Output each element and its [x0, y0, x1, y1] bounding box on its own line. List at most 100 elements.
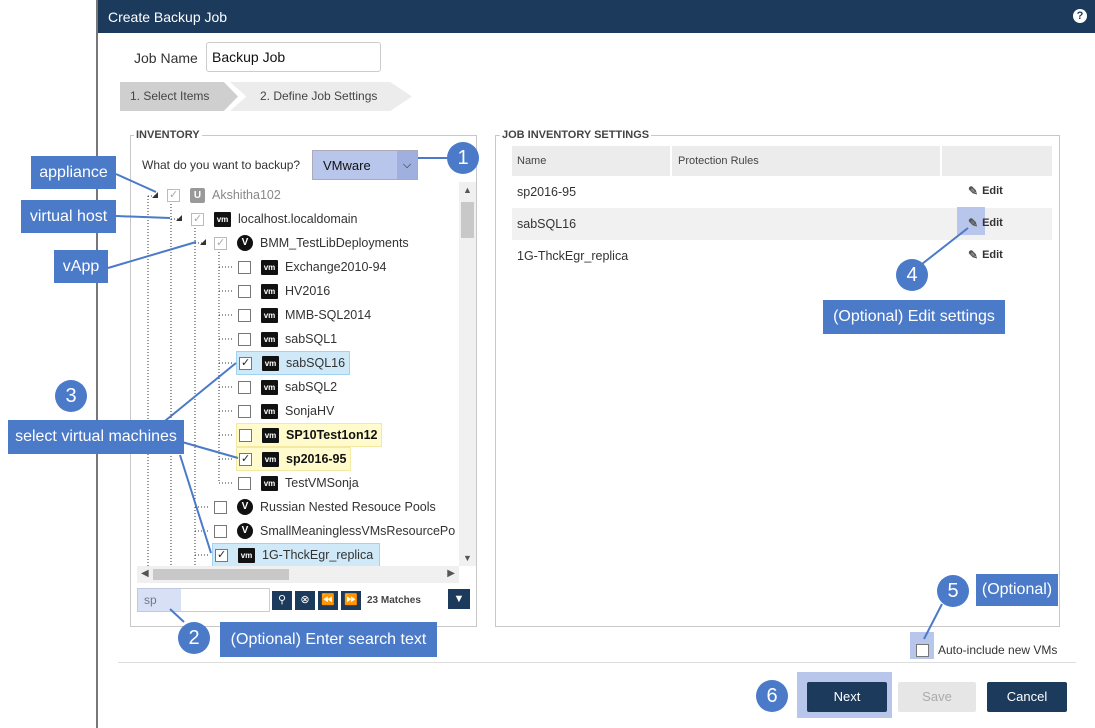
tree-checkbox[interactable]: [239, 356, 252, 370]
tree-item-vm-selected[interactable]: vm sabSQL16: [236, 351, 351, 375]
job-name-label: Job Name: [134, 50, 198, 66]
auto-include-row[interactable]: Auto-include new VMs: [916, 643, 1057, 657]
scroll-up-icon[interactable]: ▲: [463, 185, 472, 195]
job-settings-legend: JOB INVENTORY SETTINGS: [500, 129, 652, 141]
row-name: sabSQL16: [517, 217, 577, 231]
vm-icon: vm: [261, 259, 278, 275]
callout-edit-settings: (Optional) Edit settings: [823, 300, 1005, 334]
tree-item-vm-match[interactable]: vm SP10Test1on12: [236, 423, 383, 447]
tree-item-label: SmallMeaninglessVMsResourcePo: [260, 524, 456, 538]
tree-item-vm[interactable]: vm HV2016: [238, 280, 330, 302]
tree-item-vapp[interactable]: V BMM_TestLibDeployments: [214, 232, 409, 254]
tree-checkbox[interactable]: [238, 308, 251, 322]
scroll-down-icon[interactable]: ▼: [463, 553, 472, 563]
scroll-left-icon[interactable]: ◀: [141, 568, 149, 579]
callout-enter-search: (Optional) Enter search text: [220, 622, 437, 657]
pencil-icon: ✎: [968, 216, 979, 230]
tree-item-label: Exchange2010-94: [285, 260, 387, 274]
vm-icon: vm: [262, 451, 279, 467]
tree-item-vm[interactable]: vm MMB-SQL2014: [238, 304, 371, 326]
tree-item-label: sabSQL2: [285, 380, 338, 394]
edit-link[interactable]: ✎Edit: [968, 216, 1003, 230]
tree-checkbox[interactable]: [239, 428, 252, 442]
tree-item-vapp[interactable]: V SmallMeaninglessVMsResourcePo: [214, 520, 459, 542]
tree-checkbox[interactable]: [238, 476, 251, 490]
table-row: 1G-ThckEgr_replica ✎Edit: [512, 240, 1052, 272]
step-select-items[interactable]: 1. Select Items: [120, 82, 238, 111]
tree-item-label: HV2016: [285, 284, 331, 298]
tree-checkbox[interactable]: [238, 284, 251, 298]
tree-checkbox[interactable]: [215, 548, 228, 562]
tree-vertical-scrollbar[interactable]: ▲ ▼: [459, 182, 476, 566]
callout-number-1: 1: [447, 142, 479, 174]
tree-checkbox[interactable]: [238, 380, 251, 394]
tree-item-vm[interactable]: vm SonjaHV: [238, 400, 334, 422]
tree-item-appliance[interactable]: U Akshitha102: [167, 184, 281, 206]
tree-checkbox[interactable]: [239, 452, 252, 466]
search-input[interactable]: [137, 588, 270, 612]
column-name[interactable]: Name: [517, 155, 547, 167]
next-match-icon[interactable]: ⏩: [341, 591, 361, 610]
tree-checkbox[interactable]: [191, 212, 204, 226]
tree-item-vm-match[interactable]: vm sp2016-95: [236, 447, 352, 471]
tree-item-vm[interactable]: vm sabSQL1: [238, 328, 337, 350]
tree-item-vm-selected[interactable]: vm 1G-ThckEgr_replica: [212, 543, 381, 567]
tree-checkbox[interactable]: [214, 524, 227, 538]
job-settings-table-header: Name Protection Rules: [512, 146, 1052, 176]
callout-vapp: vApp: [54, 250, 108, 283]
tree-item-vm[interactable]: vm sabSQL2: [238, 376, 337, 398]
cancel-button[interactable]: Cancel: [987, 682, 1067, 712]
edit-link[interactable]: ✎Edit: [968, 184, 1003, 198]
tree-item-vm[interactable]: vm TestVMSonja: [238, 472, 359, 494]
help-icon[interactable]: ?: [1073, 9, 1087, 23]
pencil-icon: ✎: [968, 248, 979, 262]
appliance-icon: U: [190, 187, 205, 203]
vm-icon: vm: [261, 307, 278, 323]
callout-number-4: 4: [896, 259, 928, 291]
tree-item-vm[interactable]: vm Exchange2010-94: [238, 256, 386, 278]
vm-icon: vm: [261, 475, 278, 491]
tree-checkbox[interactable]: [167, 188, 180, 202]
search-bar: ⚲ ⊗ ⏪ ⏩ 23 Matches ▼: [137, 588, 473, 612]
auto-include-checkbox[interactable]: [916, 643, 929, 657]
tree-checkbox[interactable]: [214, 500, 227, 514]
next-button[interactable]: Next: [807, 682, 887, 712]
scroll-thumb[interactable]: [461, 202, 474, 238]
scroll-thumb[interactable]: [153, 569, 289, 580]
tree-checkbox[interactable]: [238, 260, 251, 274]
vm-icon: vm: [262, 355, 279, 371]
edit-label: Edit: [982, 249, 1003, 261]
clear-icon[interactable]: ⊗: [295, 591, 315, 610]
tree-checkbox[interactable]: [238, 404, 251, 418]
column-protection-rules[interactable]: Protection Rules: [678, 155, 759, 167]
job-name-input[interactable]: [206, 42, 381, 72]
footer-divider: [118, 662, 1076, 663]
tree-item-vapp[interactable]: V Russian Nested Resouce Pools: [214, 496, 436, 518]
inventory-legend: INVENTORY: [134, 129, 202, 141]
match-count: 23 Matches: [367, 595, 421, 606]
vm-icon: vm: [214, 211, 231, 227]
vapp-icon: V: [237, 523, 253, 539]
tree-item-label: SonjaHV: [285, 404, 335, 418]
row-name: 1G-ThckEgr_replica: [517, 249, 629, 263]
vapp-icon: V: [237, 235, 253, 251]
tree-item-virtual-host[interactable]: vm localhost.localdomain: [191, 208, 358, 230]
scroll-right-icon[interactable]: ▶: [447, 568, 455, 579]
tree-item-label: MMB-SQL2014: [285, 308, 372, 322]
vm-icon: vm: [261, 379, 278, 395]
tree-checkbox[interactable]: [238, 332, 251, 346]
edit-link[interactable]: ✎Edit: [968, 248, 1003, 262]
tree-checkbox[interactable]: [214, 236, 227, 250]
hypervisor-select[interactable]: VMware ⌵: [312, 150, 418, 180]
tree-horizontal-scrollbar[interactable]: ◀ ▶: [137, 566, 459, 583]
save-button[interactable]: Save: [898, 682, 976, 712]
filter-icon[interactable]: ▼: [448, 589, 470, 609]
column-divider: [670, 146, 672, 176]
job-settings-panel: [495, 135, 1060, 627]
step-define-job-settings[interactable]: 2. Define Job Settings: [230, 82, 412, 111]
search-icon[interactable]: ⚲: [272, 591, 292, 610]
previous-match-icon[interactable]: ⏪: [318, 591, 338, 610]
tree-item-label: localhost.localdomain: [238, 212, 358, 226]
chevron-down-icon: ⌵: [397, 151, 417, 179]
tree-item-label: TestVMSonja: [285, 476, 359, 490]
